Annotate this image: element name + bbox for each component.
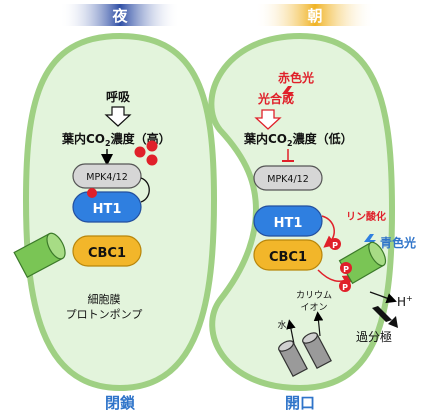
respiration-label: 呼吸 bbox=[106, 89, 131, 104]
phosphorylation-label: リン酸化 bbox=[346, 210, 386, 223]
membrane-label-line2: プロトンポンプ bbox=[66, 308, 143, 321]
right-mpk-label: MPK4/12 bbox=[267, 174, 309, 185]
blue-light-label: 青色光 bbox=[380, 235, 416, 250]
left-proton-pump bbox=[13, 232, 66, 278]
morning-header-bar bbox=[255, 4, 375, 26]
left-cbc1-label: CBC1 bbox=[88, 246, 126, 261]
left-mpk-protein bbox=[72, 163, 142, 189]
pump-phospho-label: P bbox=[342, 283, 348, 292]
binding-loop bbox=[140, 177, 150, 203]
right-ht1-label: HT1 bbox=[274, 216, 303, 231]
left-ht1-label: HT1 bbox=[93, 202, 122, 217]
left-ht1-protein bbox=[72, 191, 142, 223]
phospho-marker bbox=[329, 238, 341, 250]
hyperpolarization-arrowhead bbox=[388, 316, 398, 328]
pump-phospho-label: P bbox=[343, 265, 349, 274]
left-cbc1-protein bbox=[72, 235, 142, 267]
potassium-arrow bbox=[313, 311, 324, 337]
co2-molecule bbox=[146, 140, 158, 152]
water-arrow bbox=[286, 319, 296, 345]
co2-molecule bbox=[146, 154, 158, 166]
closed-state-label: 閉鎖 bbox=[105, 394, 136, 412]
photosynthesis-label: 光合成 bbox=[257, 91, 294, 106]
right-mpk-protein bbox=[253, 165, 323, 191]
activation-arrow bbox=[317, 269, 356, 287]
potassium-label-line2: イオン bbox=[300, 302, 327, 313]
left-mpk-label: MPK4/12 bbox=[86, 172, 128, 183]
proton-arrow bbox=[369, 291, 397, 304]
membrane-label-line1: 細胞膜 bbox=[88, 293, 121, 306]
proton-label: H+ bbox=[397, 294, 413, 309]
respiration-arrow bbox=[104, 106, 132, 127]
co2-molecule bbox=[134, 146, 146, 158]
blue-light-bolt-icon bbox=[364, 234, 376, 250]
potassium-channel bbox=[302, 332, 332, 370]
hyperpolarization-label: 過分極 bbox=[356, 329, 392, 344]
co2-bound-dot bbox=[87, 188, 97, 198]
phospho-marker bbox=[340, 262, 352, 274]
right-cbc1-label: CBC1 bbox=[269, 250, 307, 265]
phospho-marker-label: P bbox=[332, 241, 338, 250]
photosynthesis-arrow bbox=[254, 109, 282, 130]
potassium-label-line1: カリウム bbox=[296, 290, 332, 301]
right-ht1-protein bbox=[253, 205, 323, 237]
hyperpolarization-arrow bbox=[372, 306, 392, 322]
red-light-bolt-icon bbox=[282, 86, 294, 102]
night-header: 夜 bbox=[111, 7, 128, 25]
water-label: 水 bbox=[277, 319, 286, 331]
phospho-marker bbox=[339, 280, 351, 292]
night-header-bar bbox=[60, 4, 180, 26]
morning-header: 朝 bbox=[307, 7, 322, 25]
water-channel bbox=[278, 340, 308, 378]
right-cbc1-protein bbox=[253, 239, 323, 271]
open-state-label: 開口 bbox=[285, 394, 315, 412]
right-co2-label: 葉内CO2濃度（低） bbox=[243, 131, 353, 148]
red-light-label: 赤色光 bbox=[278, 70, 314, 85]
